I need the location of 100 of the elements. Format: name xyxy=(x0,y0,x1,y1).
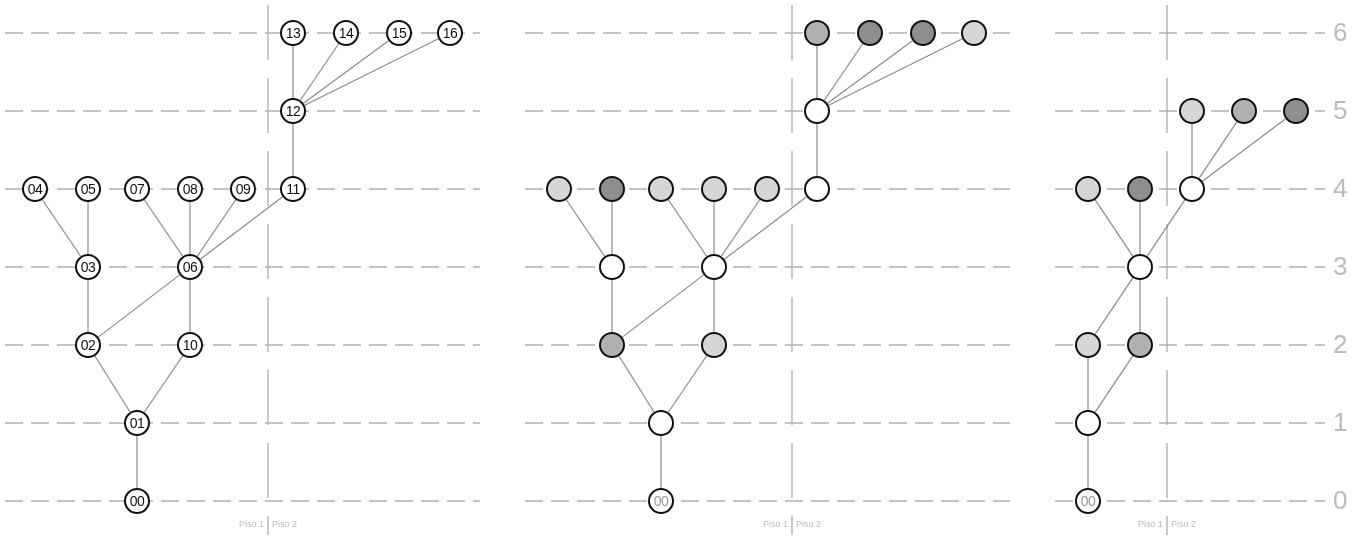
connector-line xyxy=(723,196,808,260)
connector-line xyxy=(1094,355,1134,413)
connector-line xyxy=(660,435,662,489)
connector-line xyxy=(304,38,439,106)
node-circle xyxy=(857,20,883,46)
node-circle xyxy=(75,254,101,280)
connector-line xyxy=(826,40,914,104)
connector-line xyxy=(667,355,708,413)
node-circle xyxy=(75,176,101,202)
node-circle xyxy=(804,176,830,202)
node-number: 10 xyxy=(182,338,198,352)
floor-label: Piso 1 xyxy=(763,520,788,529)
connector-line xyxy=(189,279,191,333)
node-number: 12 xyxy=(285,104,301,118)
node-circle xyxy=(1179,98,1205,124)
node-circle xyxy=(1075,332,1101,358)
connector-line xyxy=(1139,279,1141,333)
connector-line xyxy=(94,355,131,413)
node-circle xyxy=(333,20,359,46)
node-number: 00 xyxy=(1080,494,1096,508)
connector-line xyxy=(1191,123,1193,177)
node-number: 03 xyxy=(80,260,96,274)
connector-line xyxy=(1201,118,1287,182)
level-number: 2 xyxy=(1333,331,1348,357)
node-number: 08 xyxy=(182,182,198,196)
connector-line xyxy=(1139,201,1141,255)
node-number: 15 xyxy=(391,26,407,40)
node-number: 05 xyxy=(80,182,96,196)
node-circle xyxy=(754,176,780,202)
connector-line xyxy=(1198,121,1238,179)
level-number: 4 xyxy=(1333,175,1348,201)
node-circle xyxy=(701,176,727,202)
node-circle xyxy=(124,176,150,202)
connector-line xyxy=(199,196,284,260)
node-circle xyxy=(599,332,625,358)
node-circle xyxy=(230,176,256,202)
node-circle xyxy=(177,254,203,280)
floor-label: Piso 2 xyxy=(796,520,821,529)
connector-line xyxy=(1094,277,1134,335)
level-number: 0 xyxy=(1333,487,1348,513)
connector-line xyxy=(713,279,715,333)
connector-line xyxy=(1087,357,1089,411)
node-circle xyxy=(1179,176,1205,202)
node-circle xyxy=(177,176,203,202)
connector-line xyxy=(720,199,761,257)
node-number: 00 xyxy=(653,494,669,508)
connector-line xyxy=(143,355,184,413)
node-circle xyxy=(124,410,150,436)
floor-label: Piso 1 xyxy=(1138,520,1163,529)
node-circle xyxy=(280,20,306,46)
node-circle xyxy=(280,176,306,202)
connector-line xyxy=(143,199,184,257)
node-circle xyxy=(804,98,830,124)
node-circle xyxy=(1127,254,1153,280)
connector-line xyxy=(87,201,89,255)
node-number: 14 xyxy=(338,26,354,40)
node-circle xyxy=(1127,332,1153,358)
connector-line xyxy=(41,199,82,257)
connector-line xyxy=(713,201,715,255)
node-circle xyxy=(22,176,48,202)
connector-line xyxy=(565,199,606,257)
node-circle xyxy=(1075,176,1101,202)
node-circle xyxy=(701,332,727,358)
connector-line xyxy=(618,355,655,413)
connector-line xyxy=(611,201,613,255)
level-number: 6 xyxy=(1333,19,1348,45)
node-circle xyxy=(701,254,727,280)
node-number: 00 xyxy=(129,494,145,508)
connector-line xyxy=(292,123,294,177)
node-circle xyxy=(1231,98,1257,124)
node-circle xyxy=(648,410,674,436)
node-circle xyxy=(546,176,572,202)
node-number: 02 xyxy=(80,338,96,352)
connector-line xyxy=(611,279,613,333)
node-circle xyxy=(910,20,936,46)
connector-line xyxy=(196,199,237,257)
node-number: 04 xyxy=(27,182,43,196)
node-number: 07 xyxy=(129,182,145,196)
node-circle xyxy=(280,98,306,124)
node-circle xyxy=(804,20,830,46)
connector-line xyxy=(87,279,89,333)
connector-line xyxy=(621,274,705,338)
node-circle xyxy=(599,254,625,280)
node-circle xyxy=(1127,176,1153,202)
connector-line xyxy=(302,40,390,104)
node-circle xyxy=(386,20,412,46)
node-circle xyxy=(648,488,674,514)
node-number: 06 xyxy=(182,260,198,274)
connector-line xyxy=(828,38,963,106)
connector-line xyxy=(823,43,864,101)
connector-line xyxy=(816,123,818,177)
node-number: 09 xyxy=(235,182,251,196)
connector-line xyxy=(1094,199,1134,257)
connector-line xyxy=(1146,199,1186,257)
floor-label: Piso 1 xyxy=(239,520,264,529)
level-number: 1 xyxy=(1333,409,1348,435)
floor-label: Piso 2 xyxy=(272,520,297,529)
connector-line xyxy=(299,43,340,101)
node-circle xyxy=(1075,488,1101,514)
node-number: 01 xyxy=(129,416,145,430)
